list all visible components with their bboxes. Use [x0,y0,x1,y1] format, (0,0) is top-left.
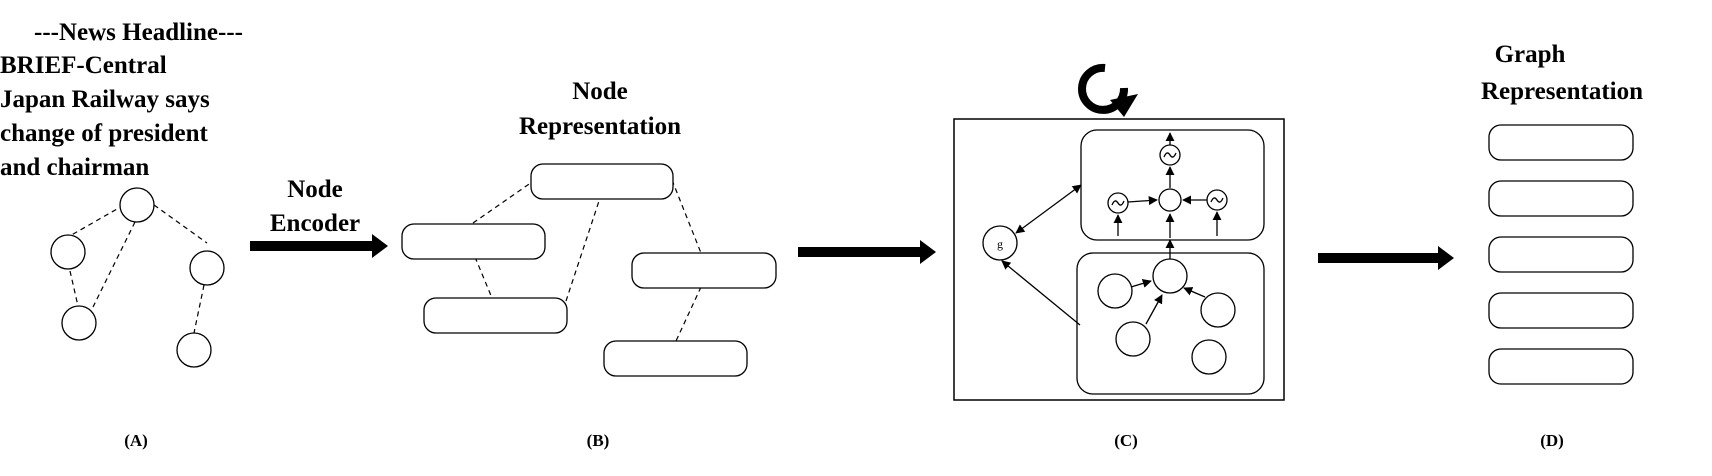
thick-arrow [1318,246,1454,270]
graph-node [189,250,225,286]
node-edge [565,197,601,302]
activation-right [1206,189,1228,211]
node-edge [474,256,493,299]
global-link [1015,184,1082,234]
neighbor-node [1191,339,1227,375]
graph-edge [69,270,79,307]
graph-node [176,332,212,368]
caption-d: (D) [1540,431,1564,450]
panel-b-title-line: Node [572,78,628,105]
headline-line: ---News Headline--- [34,19,243,46]
activation-top [1159,144,1181,166]
graph-edge [92,221,136,308]
graph-embedding-slot [1488,292,1634,329]
headline-line: and chairman [0,154,149,181]
message-edge [1145,294,1163,325]
neighbor-node [1115,321,1151,357]
arrow-label-line: Node [287,176,343,203]
node-edge [671,179,702,254]
headline-line: Japan Railway says [0,86,210,113]
caption-c: (C) [1114,431,1138,450]
headline-line: BRIEF-Central [0,52,167,79]
global-node-label: g [997,237,1003,251]
panel-b: Node Representation [401,78,777,377]
node-embedding [530,163,674,200]
graph-node [61,305,97,341]
panel-b-title-line: Representation [519,113,681,140]
graph-node [119,187,155,223]
graph-embedding-slot [1488,236,1634,273]
node-edge [675,286,702,342]
node-embedding [631,252,777,289]
node-edge [472,181,533,224]
global-link [1001,260,1081,326]
message-edge [1183,287,1206,298]
thick-arrow [798,240,936,264]
input-graph [50,187,225,368]
activation-edge [1127,196,1158,206]
refresh-icon [1078,63,1138,117]
neighbor-node [1200,292,1236,328]
caption-b: (B) [587,431,610,450]
message-edge [1130,278,1152,288]
activation-left [1107,192,1129,214]
node-embedding [423,297,568,334]
node-embedding [603,340,748,377]
graph-edge [67,204,125,238]
graph-edge [193,284,205,334]
thick-arrow [250,234,388,258]
panel-c: g [953,63,1285,401]
node-encoder-arrow: Node Encoder [250,176,388,258]
neighbor-node [1097,273,1133,309]
panel-captions: (A) (B) (C) (D) [124,431,1564,450]
news-headline: ---News Headline--- BRIEF-Central Japan … [0,19,243,181]
arrow-label-line: Encoder [270,210,360,237]
panel-d-title-line: Representation [1481,78,1643,105]
graph-edge [153,204,208,244]
aggregate-node [1158,188,1182,212]
global-node [982,225,1018,261]
graph-embedding-slot [1488,180,1634,217]
arrow-b-to-c [798,240,936,264]
graph-node [50,234,86,270]
panel-a: ---News Headline--- BRIEF-Central Japan … [0,19,243,368]
graph-embedding-slot [1488,348,1634,385]
panel-d-title-line: Graph [1495,41,1566,68]
graph-embedding-slot [1488,124,1634,161]
caption-a: (A) [124,431,148,450]
panel-d: Graph Representation [1481,41,1643,385]
arrow-c-to-d [1318,246,1454,270]
center-node [1152,258,1188,294]
headline-line: change of president [0,120,209,147]
node-embedding [401,223,546,260]
